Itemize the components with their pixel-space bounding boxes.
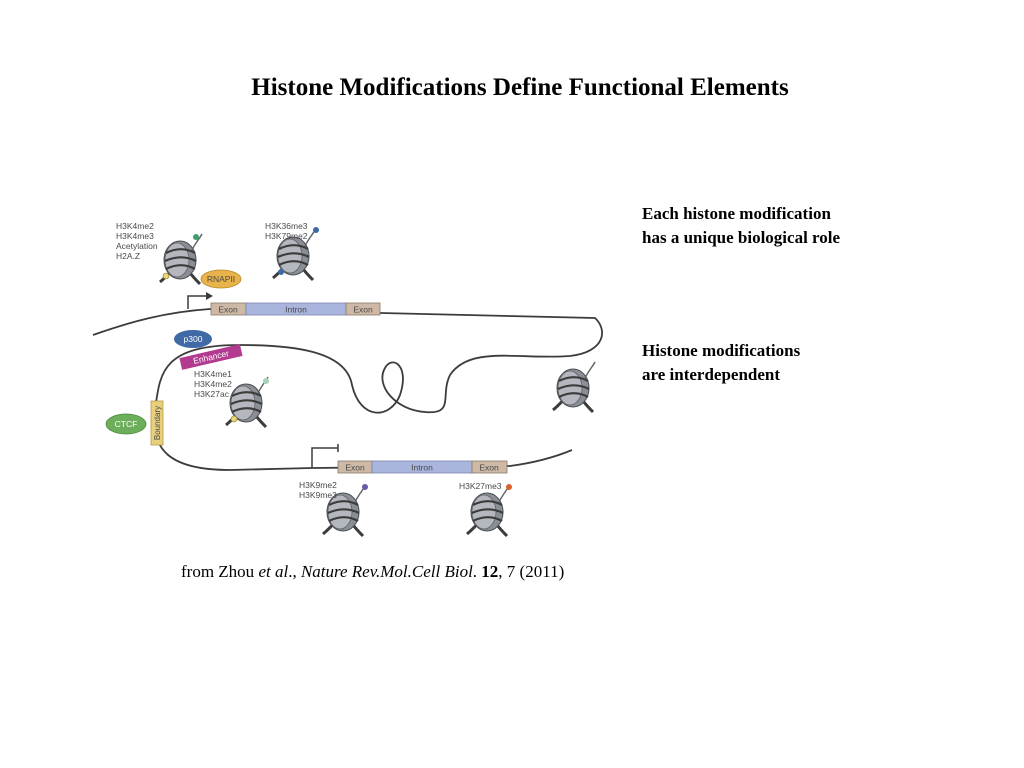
nucleosome-promoter <box>158 232 204 286</box>
mark-label: Acetylation <box>116 241 158 251</box>
promoter-marks: H3K4me2 H3K4me3 Acetylation H2A.Z <box>116 221 158 261</box>
repressed-marks-1: H3K9me2 H3K9me3 <box>299 480 337 500</box>
enhancer-element: Enhancer <box>179 344 243 370</box>
mark-label: H3K4me2 <box>116 221 154 231</box>
citation-prefix: from Zhou <box>181 562 259 581</box>
tss-arrowhead <box>206 292 213 300</box>
mark-label: H3K4me1 <box>194 369 232 379</box>
repressed-tss-marker <box>311 444 339 468</box>
gene-1-exon-right-label: Exon <box>353 305 373 315</box>
slide-title: Histone Modifications Define Functional … <box>251 74 789 101</box>
gene-2-exon-right-label: Exon <box>479 463 499 473</box>
dna-strand <box>92 308 603 471</box>
boundary-label: Boundary <box>153 406 162 440</box>
mark-label: H3K79me2 <box>265 231 308 241</box>
gene-1-exon-right <box>345 302 381 316</box>
nucleosome-h3k27 <box>465 484 512 538</box>
gene-1-intron-label: Intron <box>285 305 307 315</box>
citation: from Zhou et al., Nature Rev.Mol.Cell Bi… <box>181 562 564 582</box>
mark-label: H3K4me3 <box>116 231 154 241</box>
boundary-element: Boundary <box>150 400 164 446</box>
mark-label: H3K27ac <box>194 389 230 399</box>
citation-separator: ., <box>288 562 297 581</box>
mark-label: H3K9me3 <box>299 490 337 500</box>
tss-arrow <box>187 295 208 309</box>
nucleosome-unmarked <box>551 360 597 414</box>
nucleosome-gene-body <box>271 227 319 282</box>
citation-et-al: et al <box>258 562 289 581</box>
gene-2-intron-label: Intron <box>411 463 433 473</box>
enhancer-label: Enhancer <box>192 348 230 366</box>
repressed-marks-2: H3K27me3 <box>459 481 502 491</box>
nucleosome-enhancer <box>224 375 270 429</box>
mark-label: H3K4me2 <box>194 379 232 389</box>
mark-label: H3K27me3 <box>459 481 502 491</box>
gene-2: Exon Intron Exon <box>311 444 508 474</box>
citation-volume: 12 <box>481 562 499 581</box>
rnapii-label: RNAPII <box>207 274 235 284</box>
mark-label: H3K9me2 <box>299 480 337 490</box>
mark-label: H2A.Z <box>116 251 140 261</box>
ctcf-protein: CTCF <box>105 413 147 435</box>
p300-protein: p300 <box>174 330 212 348</box>
note-unique-role: Each histone modification has a unique b… <box>642 202 840 250</box>
citation-separator: . <box>472 562 482 581</box>
gene-2-exon-left-label: Exon <box>345 463 365 473</box>
p300-label: p300 <box>184 334 203 344</box>
note-line: Histone modifications <box>642 341 801 360</box>
gene-2-exon-right <box>471 460 508 474</box>
citation-journal: Nature Rev.Mol.Cell Biol <box>300 562 473 581</box>
note-line: Each histone modification <box>642 204 831 223</box>
rnapii-protein: RNAPII <box>200 269 242 289</box>
gene-body-marks: H3K36me3 H3K79me2 <box>265 221 308 241</box>
mark-label: H3K36me3 <box>265 221 308 231</box>
enhancer-marks: H3K4me1 H3K4me2 H3K27ac <box>194 369 232 399</box>
note-line: are interdependent <box>642 365 781 384</box>
note-line: has a unique biological role <box>642 228 841 247</box>
gene-1-exon-left-label: Exon <box>218 305 238 315</box>
gene-1: Exon Intron Exon <box>187 292 381 316</box>
citation-issue-year: , 7 (2011) <box>498 562 565 581</box>
note-interdependent: Histone modifications are interdependent <box>642 339 800 387</box>
ctcf-label: CTCF <box>115 419 138 429</box>
nucleosome-h3k9 <box>321 484 368 538</box>
